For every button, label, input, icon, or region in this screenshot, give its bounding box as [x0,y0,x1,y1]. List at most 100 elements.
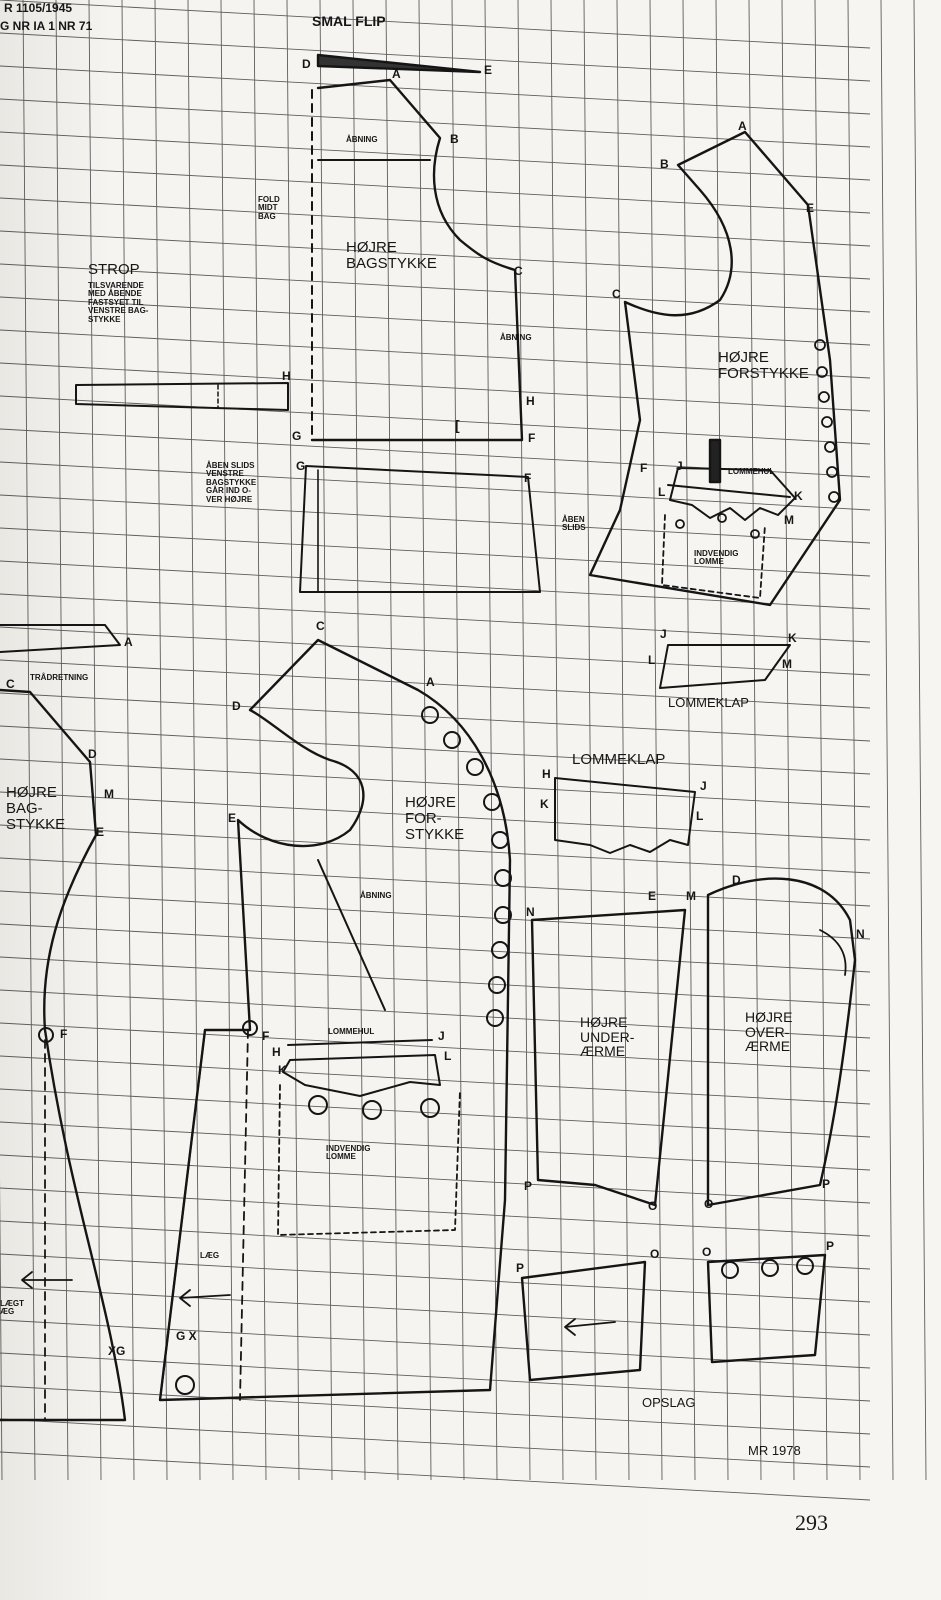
grid-line-vertical [385,0,399,1481]
point-p9: P [822,1177,831,1191]
grid-line-vertical [517,0,531,1481]
grid-line-horizontal [0,692,871,742]
point-e2: E [806,201,815,215]
point-b1: B [450,132,459,146]
point-e8: E [648,889,657,903]
grid-line-vertical [319,0,333,1481]
label-opslag: OPSLAG [642,1395,696,1410]
grid-line-horizontal [0,725,871,775]
point-n8: N [526,905,535,919]
label-smal-flip: SMAL FLIP [312,13,386,29]
lommeklap-right-piece [659,644,791,689]
point-p10: P [516,1261,525,1275]
grid-line-horizontal [0,1088,871,1138]
point-c5: C [6,677,15,691]
point-a1: A [392,67,401,81]
top-indvendig-lomme [661,514,766,599]
label-aabning-lower: ÅBNING [360,891,392,900]
point-f1: F [528,431,536,445]
label-laegt-fragment: LÆGT ÆG [0,1299,24,1317]
point-f2: F [524,471,532,485]
grid-line-horizontal [0,857,871,907]
point-k3: K [794,489,803,503]
point-g2: G [296,459,306,473]
grid-line-vertical [913,0,927,1481]
underaerme-piece [530,908,687,1207]
grid-line-horizontal [0,1451,871,1501]
point-k4: K [788,631,797,645]
label-lommehul-lower: LOMMEHUL [328,1027,375,1036]
point-d5: D [88,747,97,761]
grid-line-vertical [352,0,366,1481]
point-f5: F [60,1027,68,1041]
grid-line-horizontal [0,758,871,808]
point-m4: M [782,657,792,671]
grid-line-horizontal [0,659,871,709]
grid-line-horizontal [0,1385,871,1435]
grid-line-vertical [187,0,201,1481]
top-bagstykke-outline [310,78,524,442]
point-j3: J [676,459,683,473]
grid-line-horizontal [0,1121,871,1171]
grid-line-horizontal [0,1187,871,1237]
grid-line-horizontal [0,296,871,346]
point-e1: E [484,63,493,77]
lower-forstykke-outline [158,638,512,1402]
grid-line-horizontal [0,1253,871,1303]
point-c6: C [316,619,325,633]
point-e5: E [96,825,105,839]
point-n9: N [856,927,865,941]
label-hoejre-bagstykke-top: HØJRE BAGSTYKKE [346,239,437,272]
grid-line-horizontal [0,65,871,115]
point-l6: L [444,1049,452,1063]
grid-line-vertical [22,0,36,1481]
grid-line-horizontal [0,956,871,1006]
grid-line-horizontal [0,32,871,82]
point-b2: B [660,157,669,171]
grid-line-horizontal [0,461,871,511]
point-d6: D [232,699,241,713]
point-p11: P [826,1239,835,1253]
point-c2: C [612,287,621,301]
point-d1: D [302,57,311,71]
lower-lommehul [287,1039,433,1046]
label-hoejre-forstykke-lower: HØJRE FOR- STYKKE [405,794,465,843]
grid-line-vertical [451,0,465,1481]
point-k6: K [278,1063,287,1077]
lower-bagstykke-outline [0,688,127,1422]
point-l7: L [696,809,704,823]
grid-line-horizontal [0,1154,871,1204]
grid-line-vertical [154,0,168,1481]
grid-line-vertical [880,0,894,1481]
point-m8: M [686,889,696,903]
grid-line-horizontal [0,824,871,874]
buttons-top [675,339,840,539]
point-g5: xG [108,1344,126,1358]
grid-line-horizontal [0,923,871,973]
top-lommeklap-slot [669,467,796,521]
point-a2: A [738,119,747,133]
grid-line-vertical [649,0,663,1481]
label-lommeklap-mid: LOMMEKLAP [572,751,666,768]
label-signature: MR 1978 [748,1443,801,1458]
point-j7: J [700,779,707,793]
grid-line-horizontal [0,0,871,49]
grid-line-vertical [418,0,432,1481]
grid-line-vertical [616,0,630,1481]
page-number: 293 [795,1510,828,1535]
slids-piece [299,465,541,593]
grid-line-vertical [550,0,564,1481]
grid-line-horizontal [0,1418,871,1468]
arrow-opslag [564,1318,616,1336]
label-hoejre-bagstykke-lower: HØJRE BAG- STYKKE [6,784,66,833]
grid-line-horizontal [0,1022,871,1072]
lower-forstykke-extension [159,1029,206,1401]
point-f6: F [262,1029,270,1043]
opslag-right-piece [706,1253,827,1364]
grid-line-horizontal [0,197,871,247]
point-h6: H [272,1045,281,1059]
lommeklap-mid-piece [554,777,696,854]
label-laeg: LÆG [200,1251,220,1260]
